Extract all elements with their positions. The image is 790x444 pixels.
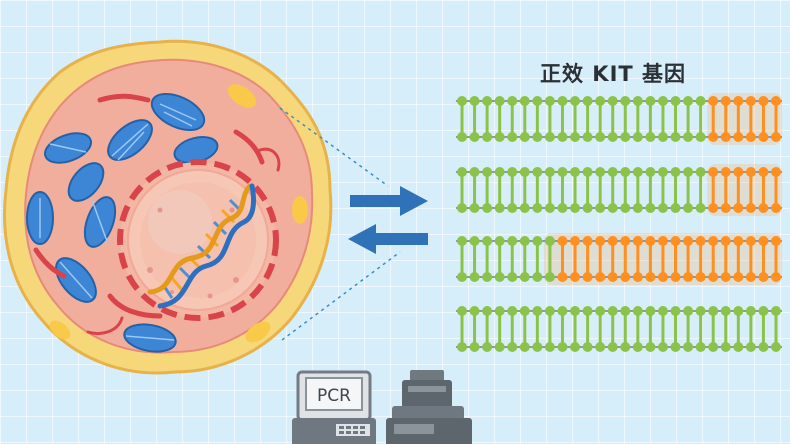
zoom-lines	[279, 107, 401, 341]
arrow-right-icon	[350, 186, 428, 216]
gene-strands	[456, 93, 782, 352]
dna-helix-icon	[147, 183, 257, 309]
gene-strand	[456, 93, 782, 145]
gene-strand	[456, 164, 782, 216]
gene-strand	[456, 306, 782, 352]
cell-illustration	[3, 39, 333, 375]
gene-strand	[456, 233, 782, 285]
arrow-left-icon	[348, 224, 428, 254]
pcr-label: PCR	[317, 386, 351, 406]
nucleus	[117, 159, 279, 321]
sequencer-icon	[386, 370, 472, 444]
pcr-machine-icon: PCR	[292, 370, 376, 444]
gene-title: 正效 KIT 基因	[540, 62, 687, 86]
